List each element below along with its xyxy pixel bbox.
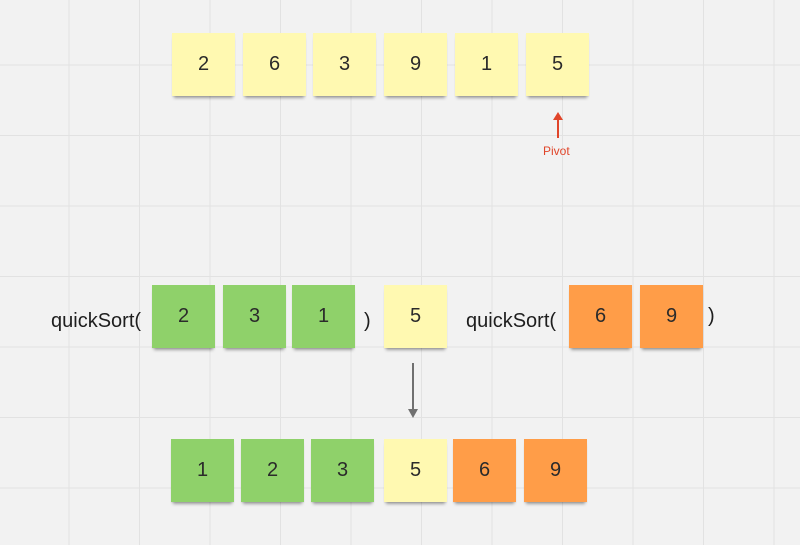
- right-quicksort-label: quickSort(: [466, 310, 557, 332]
- sorted-note[interactable]: 2: [241, 439, 304, 502]
- initial-note[interactable]: 6: [243, 33, 306, 96]
- sorted-note[interactable]: 6: [453, 439, 516, 502]
- right-partition-note[interactable]: 9: [640, 285, 703, 348]
- left-close-paren: ): [364, 310, 371, 332]
- sorted-note[interactable]: 1: [171, 439, 234, 502]
- initial-note[interactable]: 9: [384, 33, 447, 96]
- sorted-note[interactable]: 9: [524, 439, 587, 502]
- left-partition-note[interactable]: 3: [223, 285, 286, 348]
- initial-note[interactable]: 1: [455, 33, 518, 96]
- sorted-note[interactable]: 3: [311, 439, 374, 502]
- sorted-note[interactable]: 5: [384, 439, 447, 502]
- left-partition-note[interactable]: 1: [292, 285, 355, 348]
- pivot-note[interactable]: 5: [526, 33, 589, 96]
- right-close-paren: ): [708, 305, 715, 327]
- initial-note[interactable]: 3: [313, 33, 376, 96]
- partition-pivot-note[interactable]: 5: [384, 285, 447, 348]
- left-partition-note[interactable]: 2: [152, 285, 215, 348]
- pivot-label: Pivot: [543, 144, 570, 158]
- left-quicksort-label: quickSort(: [51, 310, 142, 332]
- right-partition-note[interactable]: 6: [569, 285, 632, 348]
- down-arrow-icon: [408, 363, 418, 418]
- pivot-arrow-icon: [553, 112, 563, 138]
- initial-note[interactable]: 2: [172, 33, 235, 96]
